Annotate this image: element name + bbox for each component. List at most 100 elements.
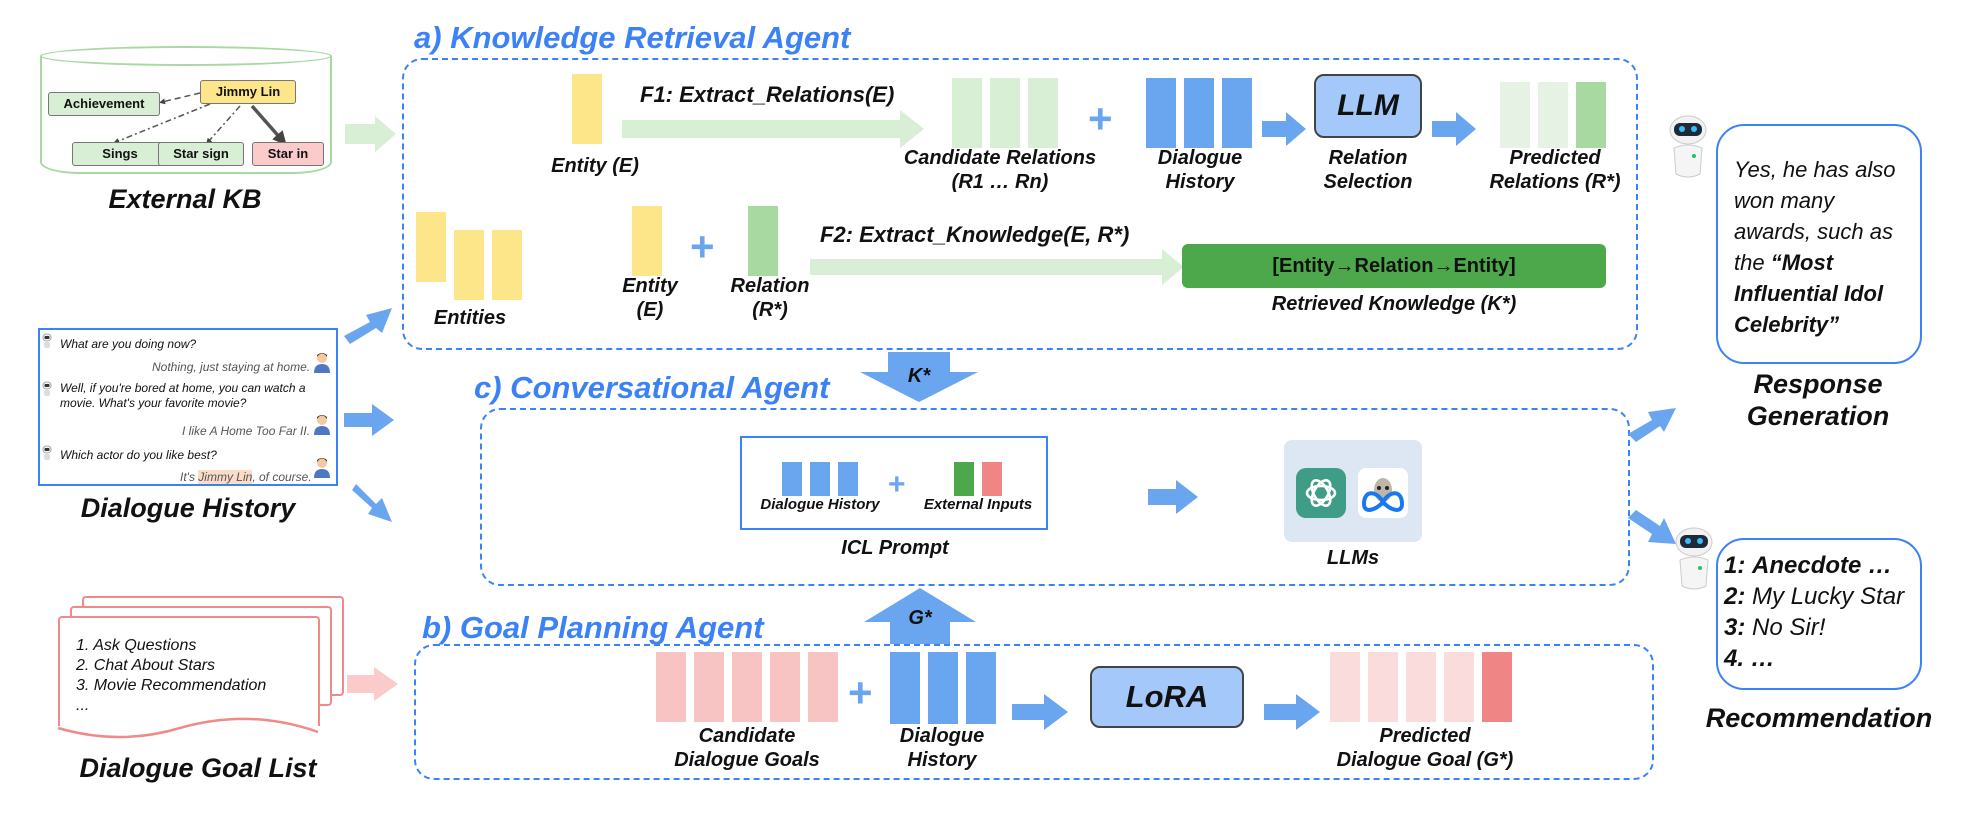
recommendation-item-3: 3: No Sir! xyxy=(1724,612,1920,643)
prompt-external-block-red xyxy=(982,462,1002,496)
plus-icon: + xyxy=(888,468,906,501)
prompt-history-block-3 xyxy=(838,462,858,496)
retrieved-triple-box: [Entity→Relation→Entity] xyxy=(1182,244,1606,288)
candidate-goal-block-2 xyxy=(694,652,724,722)
person-icon xyxy=(312,413,332,435)
retrieved-knowledge-label: Retrieved Knowledge (K*) xyxy=(1271,293,1517,315)
chat-line-7: It's Jimmy Lin, of course. xyxy=(180,470,312,484)
rec-num-2: 2: xyxy=(1724,583,1746,610)
response-generation-line2: Generation xyxy=(1746,401,1890,432)
external-kb-label: External KB xyxy=(108,184,262,214)
prompt-dialogue-label: Dialogue History xyxy=(760,496,880,513)
rec-num-1: 1: xyxy=(1724,552,1746,579)
dialogue-history-block-3 xyxy=(1222,78,1252,148)
relation-label: Relation (R*) xyxy=(720,274,820,322)
relation-block xyxy=(748,206,778,276)
kb-edge-achievement xyxy=(159,92,201,105)
llm-label: LLM xyxy=(1337,89,1399,122)
response-line-2: won many xyxy=(1734,188,1835,213)
response-line-4: the “Most xyxy=(1734,247,1918,278)
kb-node-jimmy-lin: Jimmy Lin xyxy=(200,80,296,104)
section-c-title: c) Conversational Agent xyxy=(474,370,830,405)
predicted-goal-block-1 xyxy=(1330,652,1360,722)
g-star-label: G* xyxy=(908,607,932,629)
entities-label: Entities xyxy=(433,307,507,329)
kb-node-star-in: Star in xyxy=(252,142,324,166)
plus-icon: + xyxy=(690,223,715,270)
section-b-title: b) Goal Planning Agent xyxy=(422,610,764,645)
entity-block xyxy=(572,74,602,144)
response-text: Yes, he has also won many awards, such a… xyxy=(1734,154,1918,340)
entities-block-1 xyxy=(416,212,446,282)
rec-text-2: My Lucky Star xyxy=(1752,583,1905,610)
predicted-goal-block-3 xyxy=(1406,652,1436,722)
recommendation-bubble: 1: Anecdote … 2: My Lucky Star 3: No Sir… xyxy=(1716,538,1922,690)
icl-prompt-box xyxy=(740,436,1048,530)
relation-line2: (R*) xyxy=(752,299,788,321)
kb-node-star-sign: Star sign xyxy=(158,142,244,166)
chat-line-2: Nothing, just staying at home. xyxy=(152,360,311,374)
rec-text-4: … xyxy=(1750,645,1775,672)
dialogue-history-a-line2: History xyxy=(1165,171,1235,193)
relation-selection-line1: Relation xyxy=(1328,147,1408,169)
predicted-relations-line2: Relations (R*) xyxy=(1489,171,1621,193)
recommendation-list: 1: Anecdote … 2: My Lucky Star 3: No Sir… xyxy=(1724,550,1920,674)
dialogue-history-a-line1: Dialogue xyxy=(1157,147,1243,169)
candidate-goals-line2: Dialogue Goals xyxy=(674,749,820,771)
plus-icon: + xyxy=(848,669,873,716)
lora-box: LoRA xyxy=(1090,666,1244,728)
entity-e-label: Entity (E) xyxy=(551,155,639,177)
predicted-relations-label: Predicted Relations (R*) xyxy=(1470,146,1640,194)
predicted-relation-block-1 xyxy=(1500,82,1530,148)
goal-item-2: 2. Chat About Stars xyxy=(76,657,216,674)
chat-line-1: What are you doing now? xyxy=(60,337,197,351)
section-a-title: a) Knowledge Retrieval Agent xyxy=(414,20,851,55)
dialogue-history-b-label: Dialogue History xyxy=(872,724,1012,772)
section-a-box xyxy=(402,58,1638,350)
rec-text-3: No Sir! xyxy=(1752,614,1826,641)
k-star-label: K* xyxy=(907,365,931,387)
chat-line-3: Well, if you're bored at home, you can w… xyxy=(60,381,306,395)
dialogue-history-block-1 xyxy=(1146,78,1176,148)
prompt-history-block-2 xyxy=(810,462,830,496)
rec-text-1: Anecdote … xyxy=(1752,552,1893,579)
predicted-goal-label: Predicted Dialogue Goal (G*) xyxy=(1310,724,1540,772)
goal-item-4: ... xyxy=(76,697,90,714)
response-line-3: awards, such as xyxy=(1734,219,1893,244)
person-icon xyxy=(312,351,332,373)
prompt-external-block-green xyxy=(954,462,974,496)
f2-label: F2: Extract_Knowledge(E, R*) xyxy=(820,222,1130,247)
external-kb-cylinder xyxy=(40,56,332,174)
chat-line-4: movie. What's your favorite movie? xyxy=(60,396,247,410)
chat-line-6: Which actor do you like best? xyxy=(60,448,217,462)
response-bold-2: Influential Idol xyxy=(1734,281,1884,306)
kb-edge-star-sign xyxy=(206,105,241,145)
entity-e2-line2: (E) xyxy=(636,299,664,321)
response-bubble: Yes, he has also won many awards, such a… xyxy=(1716,124,1922,364)
entities-block-2 xyxy=(454,230,484,300)
llm-box: LLM xyxy=(1314,74,1422,138)
candidate-goals-line1: Candidate xyxy=(698,725,796,747)
goal-list-page-1 xyxy=(58,616,320,726)
recommendation-item-4: 4. … xyxy=(1724,643,1920,674)
prompt-history-block-1 xyxy=(782,462,802,496)
dialogue-history-a-label: Dialogue History xyxy=(1130,146,1270,194)
recommendation-item-2: 2: My Lucky Star xyxy=(1724,581,1920,612)
f1-label: F1: Extract_Relations(E) xyxy=(640,82,895,107)
section-c-box xyxy=(480,408,1630,586)
chat-line-7-prefix: It's xyxy=(180,470,199,484)
dialogue-history-b-line1: Dialogue xyxy=(899,725,985,747)
entity-highlight: Jimmy Lin xyxy=(198,470,253,484)
relation-selection-label: Relation Selection xyxy=(1298,146,1438,194)
goal-history-block-1 xyxy=(890,652,920,724)
goal-history-block-2 xyxy=(928,652,958,724)
candidate-relation-block-1 xyxy=(952,78,982,148)
candidate-goal-block-3 xyxy=(732,652,762,722)
candidate-goal-block-5 xyxy=(808,652,838,722)
